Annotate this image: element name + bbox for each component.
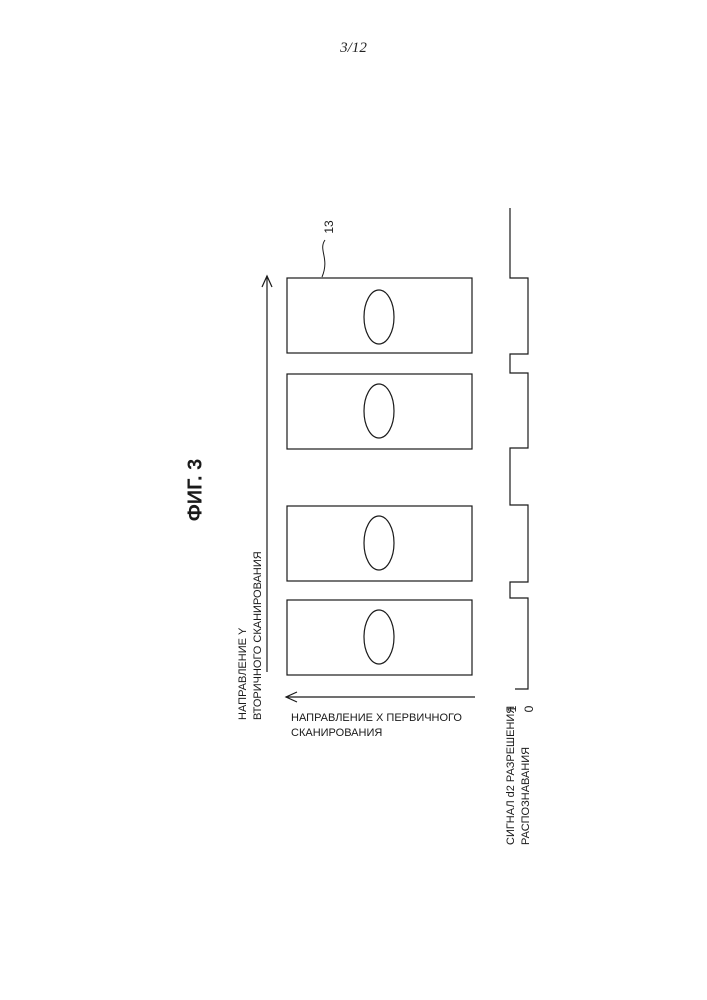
signal-label-line2: РАСПОЗНАВАНИЯ: [520, 747, 532, 845]
x-direction-arrow: [286, 692, 475, 702]
document-3-mark: [364, 516, 394, 570]
signal-label-line1: СИГНАЛ d2 РАЗРЕШЕНИЯ: [505, 706, 517, 845]
reference-leader-line: [322, 240, 325, 277]
x-direction-label-line2: СКАНИРОВАНИЯ: [291, 727, 382, 739]
reference-numeral: 13: [322, 220, 336, 234]
signal-level-low: 0: [522, 705, 536, 712]
y-direction-label-line2: ВТОРИЧНОГО СКАНИРОВАНИЯ: [252, 551, 264, 720]
document-2: [287, 374, 472, 449]
y-direction-label-line1: НАПРАВЛЕНИЕ Y: [237, 627, 249, 720]
document-1: [287, 278, 472, 353]
document-1-mark: [364, 290, 394, 344]
document-2-mark: [364, 384, 394, 438]
signal-waveform: [510, 208, 528, 689]
figure-title: ФИГ. 3: [184, 459, 206, 522]
document-4: [287, 600, 472, 675]
document-3: [287, 506, 472, 581]
document-4-mark: [364, 610, 394, 664]
x-direction-label-line1: НАПРАВЛЕНИЕ X ПЕРВИЧНОГО: [291, 712, 462, 724]
